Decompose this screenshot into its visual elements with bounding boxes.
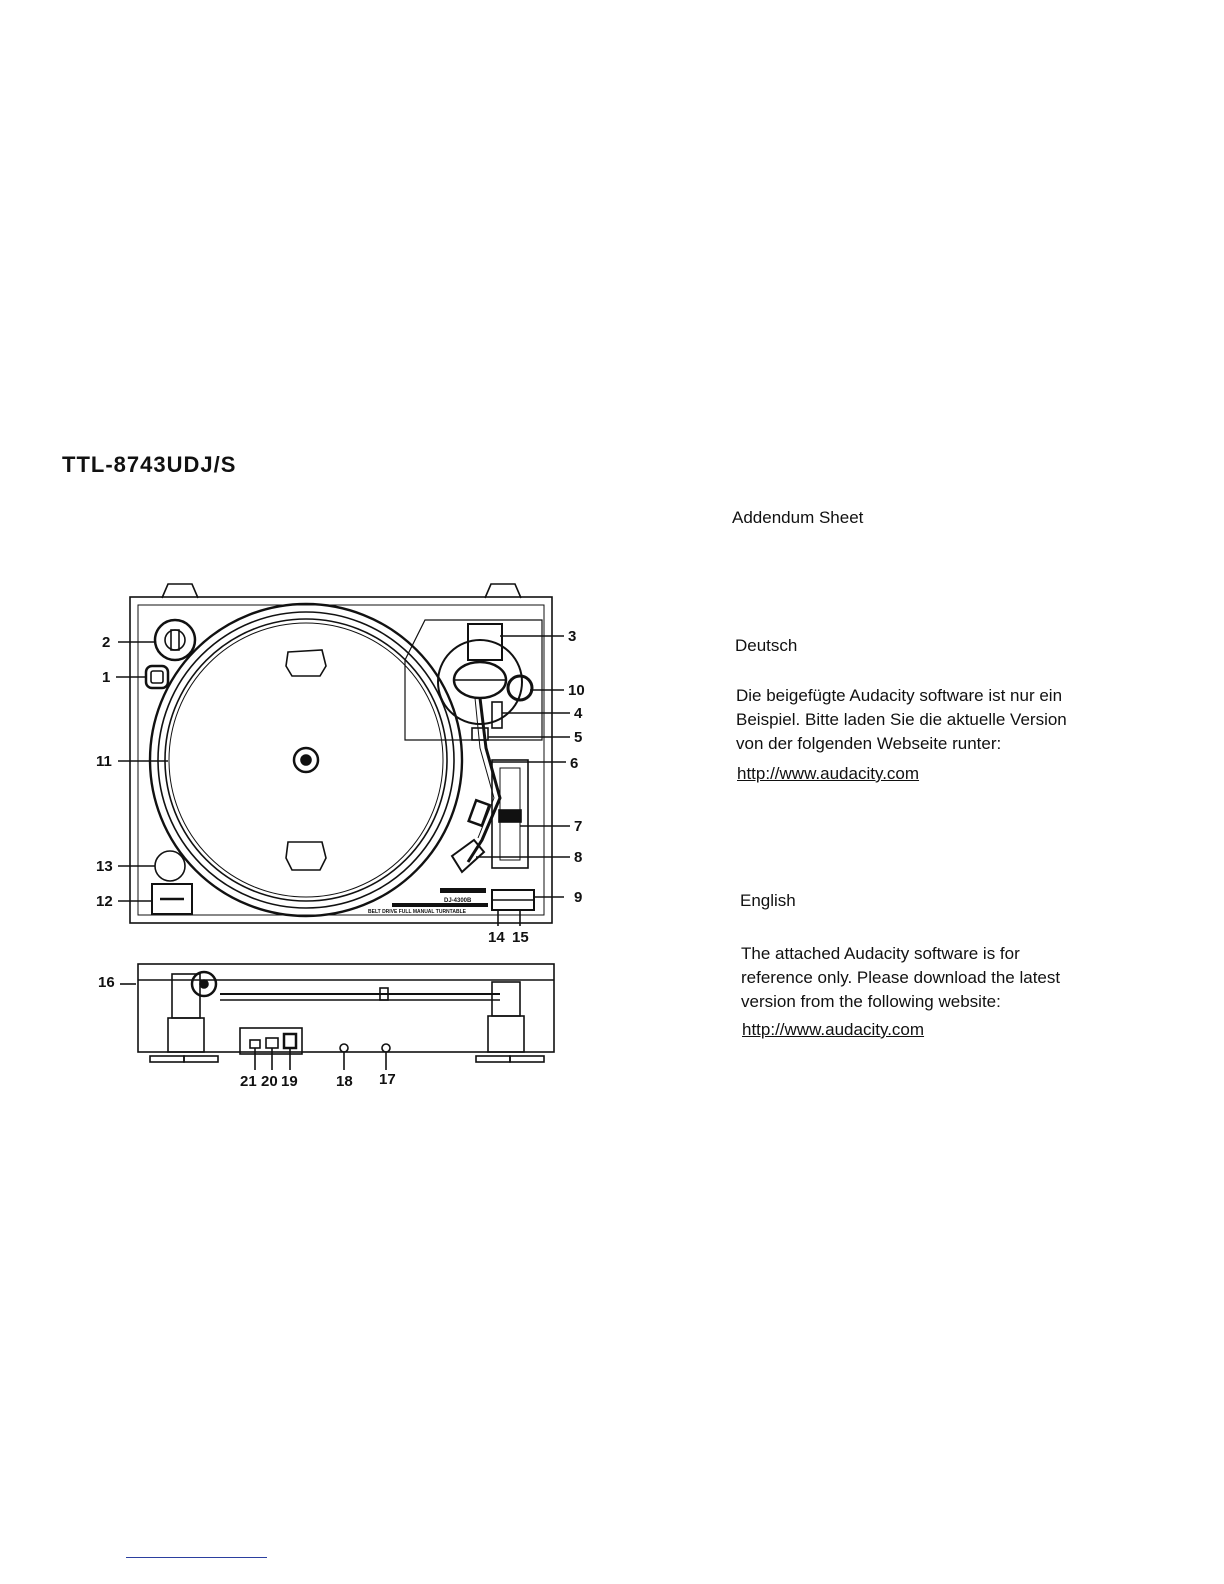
callout-15: 15 xyxy=(512,929,529,946)
callout-13: 13 xyxy=(96,858,113,875)
callout-8: 8 xyxy=(574,849,582,866)
drive-label: BELT DRIVE FULL MANUAL TURNTABLE xyxy=(368,909,467,915)
callout-9: 9 xyxy=(574,889,582,906)
model-badge: DJ-4300B xyxy=(444,898,472,904)
body-line: Die beigefügte Audacity software ist nur… xyxy=(736,686,1063,705)
section-language-de: Deutsch xyxy=(735,636,798,655)
callout-17: 17 xyxy=(379,1071,396,1088)
section-language-en: English xyxy=(740,891,796,910)
callout-5: 5 xyxy=(574,729,582,746)
turntable-diagram: 2 1 11 13 12 3 10 4 5 6 7 8 9 14 15 16 2… xyxy=(96,583,585,1090)
callout-21: 21 xyxy=(240,1073,257,1090)
callout-4: 4 xyxy=(574,705,583,722)
callout-18: 18 xyxy=(336,1073,353,1090)
callout-11: 11 xyxy=(96,753,112,770)
callout-6: 6 xyxy=(570,755,578,772)
audacity-link-de[interactable]: http://www.audacity.com xyxy=(737,764,920,783)
callout-16: 16 xyxy=(98,974,115,991)
callout-7: 7 xyxy=(574,818,582,835)
body-line: reference only. Please download the late… xyxy=(741,968,1061,987)
callout-12: 12 xyxy=(96,893,113,910)
callout-10: 10 xyxy=(568,682,585,699)
callout-14: 14 xyxy=(488,929,505,946)
callout-20: 20 xyxy=(261,1073,278,1090)
audacity-link-en[interactable]: http://www.audacity.com xyxy=(742,1020,925,1039)
body-line: von der folgenden Webseite runter: xyxy=(736,734,1002,753)
callout-3: 3 xyxy=(568,628,576,645)
body-line: version from the following website: xyxy=(741,992,1001,1011)
callout-2: 2 xyxy=(102,634,110,651)
model-title: TTL-8743UDJ/S xyxy=(62,452,237,477)
callout-19: 19 xyxy=(281,1073,298,1090)
body-line: The attached Audacity software is for xyxy=(741,944,1020,963)
addendum-heading: Addendum Sheet xyxy=(732,508,864,527)
section-body-en: The attached Audacity software is for re… xyxy=(741,942,1111,1014)
footnote-rule xyxy=(126,1557,267,1558)
body-line: Beispiel. Bitte laden Sie die aktuelle V… xyxy=(736,710,1067,729)
callout-1: 1 xyxy=(102,669,110,686)
section-body-de: Die beigefügte Audacity software ist nur… xyxy=(736,684,1106,756)
